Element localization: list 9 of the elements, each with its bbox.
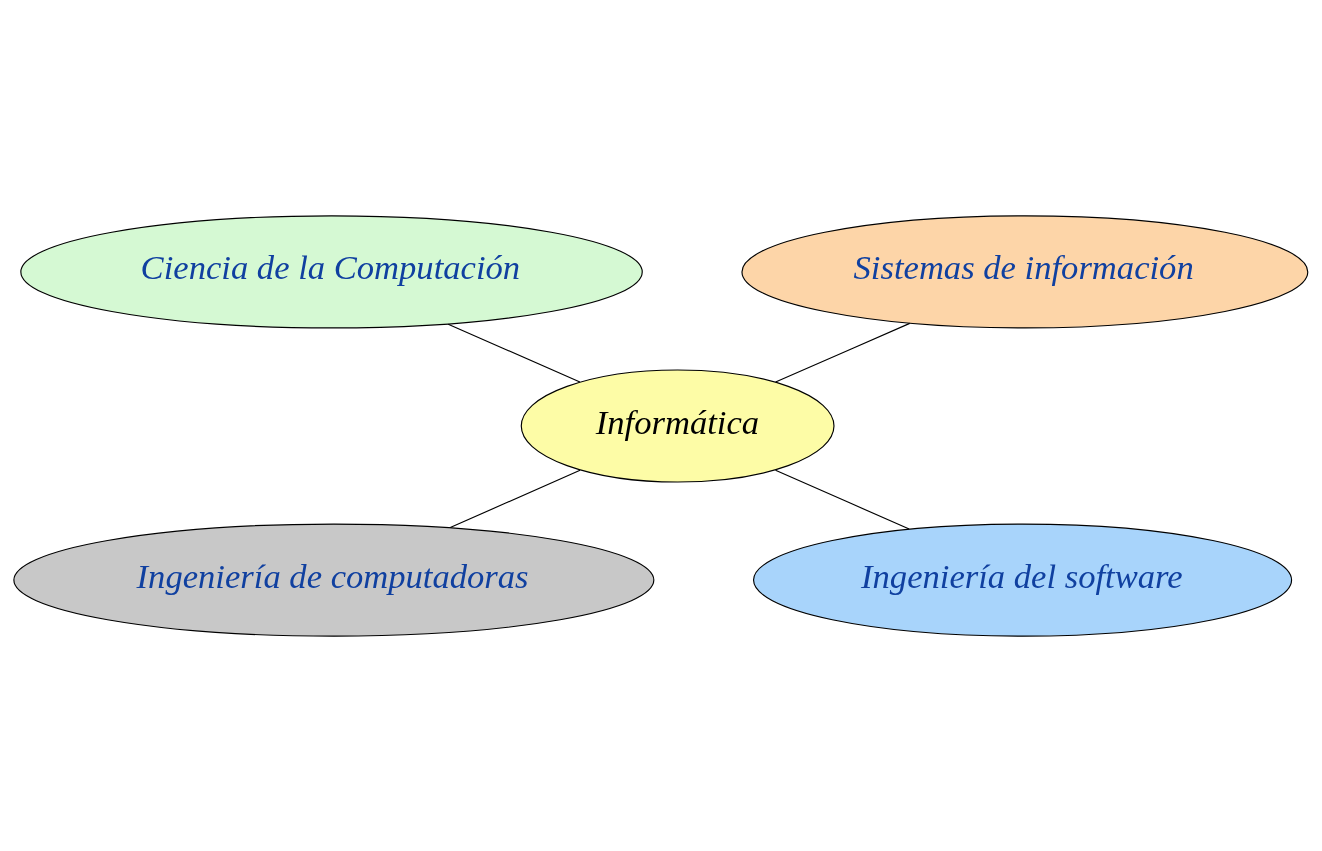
connector <box>774 469 910 530</box>
connector <box>449 469 581 528</box>
node-ellipse: Informática <box>520 368 835 483</box>
connector <box>775 322 911 383</box>
node-ellipse: Ingeniería de computadoras <box>13 523 655 637</box>
node-ellipse: Ingeniería del software <box>752 523 1293 637</box>
node-ellipse: Ciencia de la Computación <box>20 214 643 328</box>
connector <box>447 323 581 383</box>
node-ellipse: Sistemas de información <box>741 214 1309 328</box>
